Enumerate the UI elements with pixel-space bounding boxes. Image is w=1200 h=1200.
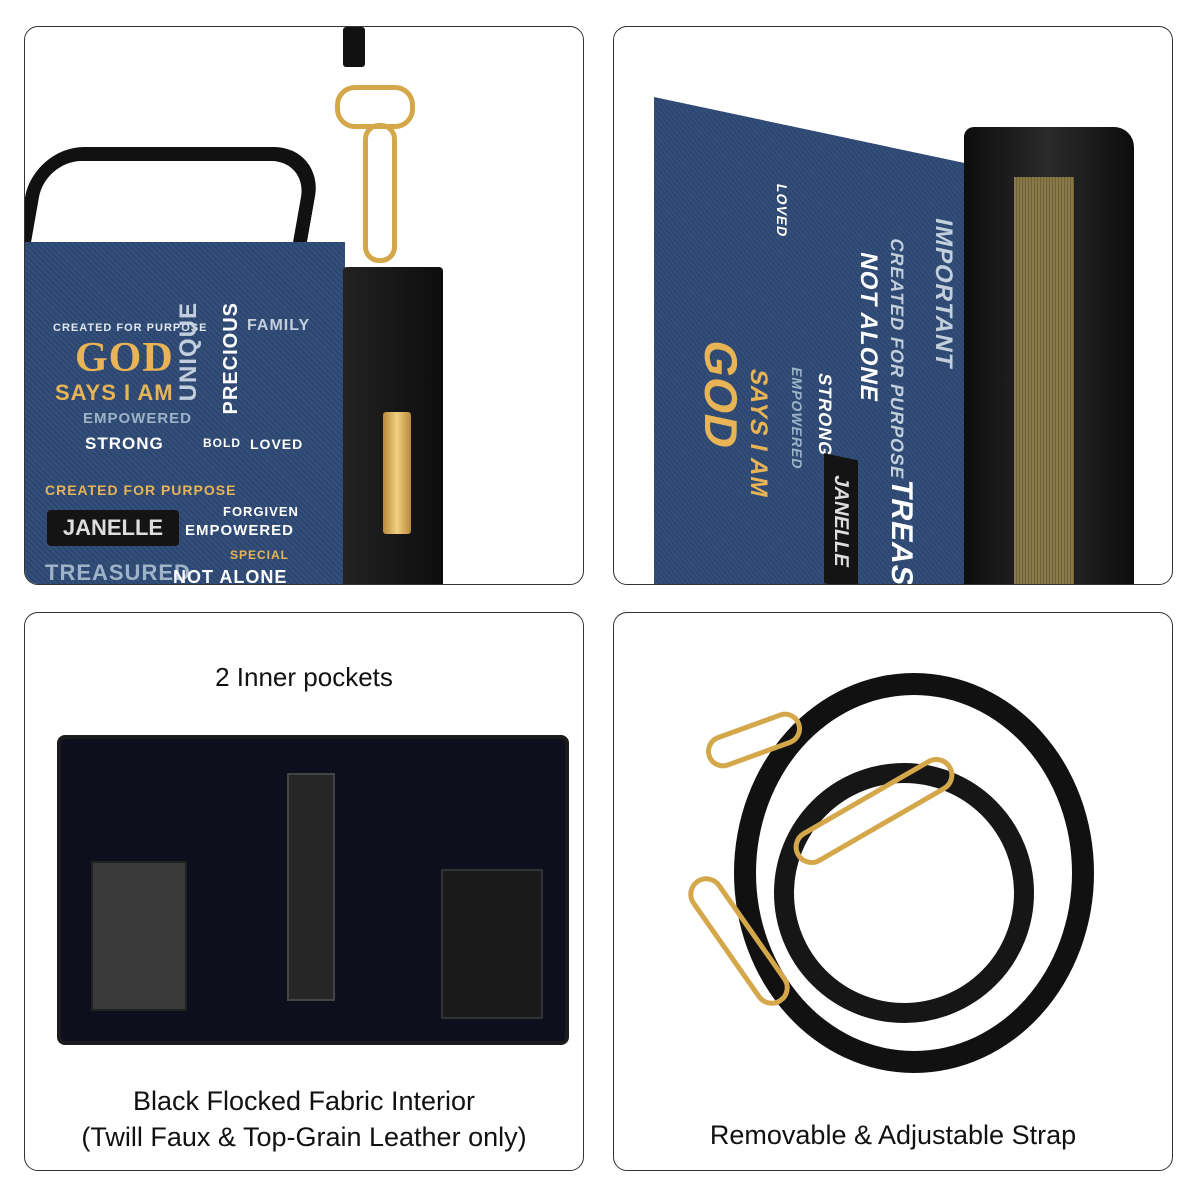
print-word: EMPOWERED (185, 522, 295, 539)
print-word: BOLD (203, 436, 241, 450)
print-word: CREATED FOR PURPOSE (887, 236, 907, 482)
interior-caption-line2: (Twill Faux & Top-Grain Leather only) (81, 1122, 527, 1152)
print-word: FORGIVEN (223, 504, 299, 519)
print-word: STRONG (85, 434, 164, 453)
name-tag: JANELLE (47, 510, 179, 546)
print-word: CREATED FOR PURPOSE (53, 322, 208, 334)
print-word: PRECIOUS (220, 302, 242, 415)
print-word: IMPORTANT (930, 215, 957, 372)
open-bag-interior (57, 735, 569, 1045)
name-tag: JANELLE (824, 453, 858, 584)
bag-cover-angled: GOD SAYS I AM EMPOWERED STRONG LOVED NOT… (654, 97, 964, 585)
panel-strap: Removable & Adjustable Strap (613, 612, 1173, 1171)
print-word: LOVED (774, 182, 790, 240)
print-word: NOT ALONE (173, 567, 288, 585)
gilded-pages (1014, 177, 1074, 584)
strap-caption: Removable & Adjustable Strap (709, 1120, 1077, 1150)
center-spine-band (287, 773, 335, 1001)
print-word: FAMILY (247, 317, 311, 334)
handle (25, 147, 324, 247)
panel-interior: 2 Inner pockets Black Flocked Fabric Int… (24, 612, 584, 1171)
id-pocket (91, 861, 187, 1011)
print-word: NOT ALONE (855, 249, 882, 405)
print-word: UNIQUE (175, 302, 202, 402)
print-word: SPECIAL (230, 548, 290, 562)
print-word: STRONG (815, 371, 835, 459)
mesh-pocket (441, 869, 543, 1019)
print-word: SAYS I AM (745, 366, 772, 501)
print-word: TREASURED (45, 560, 191, 585)
print-word: GOD (75, 335, 174, 381)
panel-cover-front: CREATED FOR PURPOSE GOD SAYS I AM UNIQUE… (24, 26, 584, 585)
print-word: LOVED (250, 436, 304, 452)
strap-clip (363, 123, 397, 263)
print-word: SAYS I AM (55, 380, 174, 405)
print-word: EMPOWERED (83, 410, 193, 427)
bag-front-cover: CREATED FOR PURPOSE GOD SAYS I AM UNIQUE… (25, 242, 345, 585)
print-word: TREASURED (885, 476, 918, 585)
panel-cover-side: GOD SAYS I AM EMPOWERED STRONG LOVED NOT… (613, 26, 1173, 585)
zipper-pull (383, 412, 411, 534)
print-word: EMPOWERED (789, 365, 805, 472)
shoulder-strap (343, 27, 365, 67)
interior-caption-line1: Black Flocked Fabric Interior (132, 1086, 476, 1116)
print-word: CREATED FOR PURPOSE (45, 482, 237, 498)
print-word: GOD (695, 335, 747, 455)
interior-title: 2 Inner pockets (215, 662, 393, 692)
